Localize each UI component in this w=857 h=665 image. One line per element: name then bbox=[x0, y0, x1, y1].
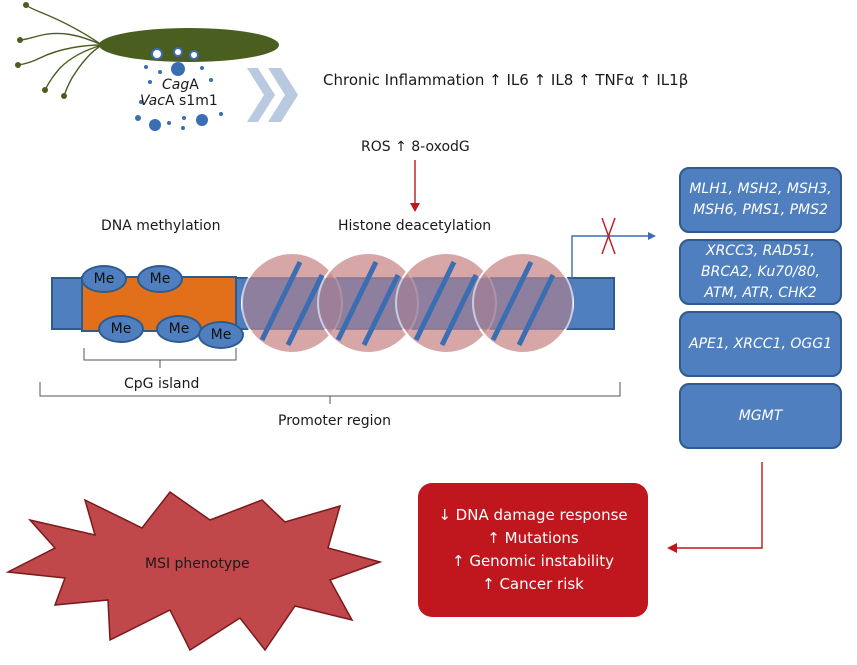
ros-arrowhead bbox=[410, 203, 420, 212]
genes-to-outcome-arrow bbox=[676, 462, 763, 549]
promoter-bracket bbox=[39, 382, 621, 404]
cpg-bracket bbox=[83, 348, 237, 368]
chevron-arrows-icon bbox=[247, 68, 298, 122]
gene-box-mgmt: MGMT bbox=[679, 383, 842, 449]
gene-box-ber: APE1, XRCC1, OGG1 bbox=[679, 311, 842, 377]
methyl-marker: Me bbox=[137, 265, 183, 293]
ros-label: ROS ↑ 8-oxodG bbox=[361, 139, 470, 155]
gene-box-dsb-repair: XRCC3, RAD51,BRCA2, Ku70/80,ATM, ATR, CH… bbox=[679, 239, 842, 305]
histone-deacetylation-label: Histone deacetylation bbox=[338, 218, 492, 234]
methyl-marker: Me bbox=[98, 315, 144, 343]
msi-starburst bbox=[5, 490, 383, 652]
secreted-dots bbox=[135, 47, 223, 131]
cag-label: CagA bbox=[162, 77, 199, 93]
outcome-item: ↑ Mutations bbox=[487, 529, 579, 547]
outcome-box: ↓ DNA damage response ↑ Mutations ↑ Geno… bbox=[418, 483, 648, 617]
inflammation-label: Chronic Inflammation ↑ IL6 ↑ IL8 ↑ TNFα … bbox=[323, 71, 689, 89]
vac-label: VacA s1m1 bbox=[140, 93, 218, 109]
gene-box-mmr: MLH1, MSH2, MSH3,MSH6, PMS1, PMS2 bbox=[679, 167, 842, 233]
promoter-region-label: Promoter region bbox=[278, 413, 391, 429]
outcome-item: ↑ Cancer risk bbox=[482, 575, 584, 593]
methyl-marker: Me bbox=[156, 315, 202, 343]
bacterium-body bbox=[99, 28, 279, 62]
methyl-marker: Me bbox=[198, 321, 244, 349]
flagella bbox=[17, 4, 103, 97]
blocked-transcription-arrow bbox=[571, 217, 656, 278]
msi-phenotype-label: MSI phenotype bbox=[145, 556, 250, 572]
outcome-item: ↓ DNA damage response bbox=[438, 506, 628, 524]
nucleosomes bbox=[241, 252, 574, 354]
dna-methylation-label: DNA methylation bbox=[101, 218, 221, 234]
cpg-island-label: CpG island bbox=[124, 376, 200, 392]
outcome-item: ↑ Genomic instability bbox=[451, 552, 614, 570]
methyl-marker: Me bbox=[81, 265, 127, 293]
flagella-tips bbox=[15, 2, 67, 99]
